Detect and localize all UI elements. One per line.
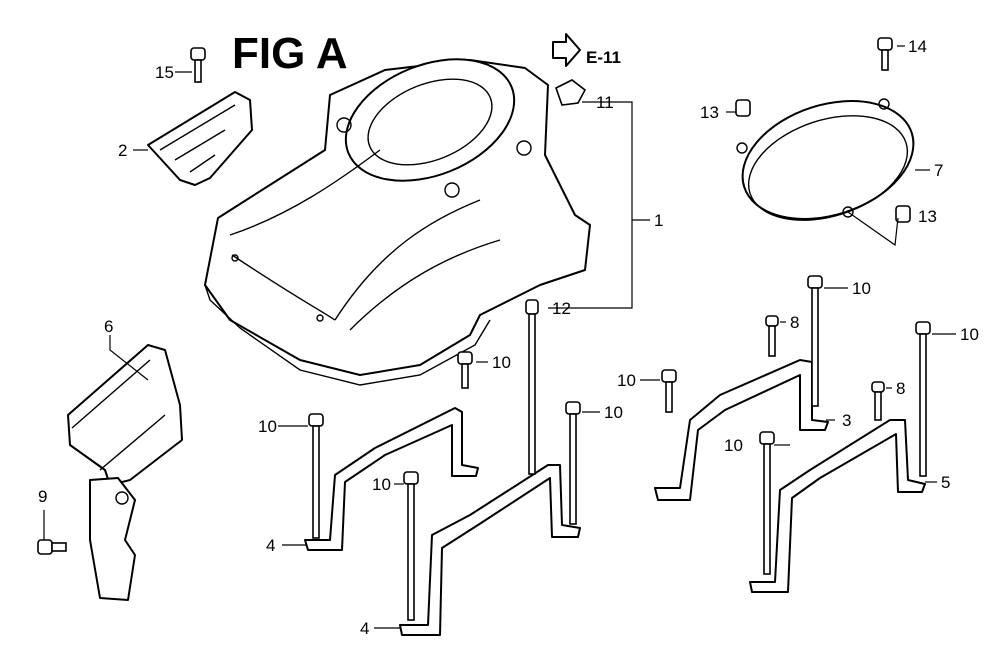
- callout-4b: 4: [360, 619, 369, 638]
- callout-13b: 13: [918, 207, 937, 226]
- strap-4-lower: [399, 464, 581, 636]
- callout-14: 14: [908, 37, 927, 56]
- callout-3: 3: [842, 411, 851, 430]
- fan-shroud: [204, 58, 591, 386]
- top-bracket: [147, 91, 253, 186]
- callout-5: 5: [941, 473, 950, 492]
- callout-labels: 1 2 3 4 4 5 6 7 8 8 9 10 10 10 10 10 10 …: [38, 37, 979, 638]
- reference-arrow: E-11: [552, 33, 621, 67]
- callout-10e: 10: [617, 371, 636, 390]
- callout-12: 12: [552, 299, 571, 318]
- leader-lines: [43, 45, 956, 629]
- strap-4-upper: [304, 407, 479, 551]
- callout-9: 9: [38, 487, 47, 506]
- callout-10b: 10: [258, 417, 277, 436]
- callout-10a: 10: [492, 353, 511, 372]
- strap-3: [654, 359, 829, 501]
- callout-1: 1: [654, 211, 663, 230]
- callout-7: 7: [934, 161, 943, 180]
- callout-10h: 10: [960, 325, 979, 344]
- callout-10g: 10: [724, 436, 743, 455]
- cover-plate: [736, 98, 915, 221]
- reference-label: E-11: [586, 48, 621, 67]
- callout-11: 11: [596, 93, 614, 112]
- callout-2: 2: [118, 141, 127, 160]
- strap-5: [749, 419, 926, 593]
- callout-8b: 8: [896, 379, 905, 398]
- side-guard: [67, 344, 183, 601]
- callout-4a: 4: [266, 536, 275, 555]
- figure-title: FIG A: [232, 29, 348, 78]
- callout-10c: 10: [372, 475, 391, 494]
- callout-8a: 8: [790, 313, 799, 332]
- callout-6: 6: [104, 317, 113, 336]
- callout-13a: 13: [700, 103, 719, 122]
- callout-15: 15: [155, 63, 174, 82]
- bolts: [37, 37, 931, 621]
- callout-10d: 10: [604, 403, 623, 422]
- callout-10f: 10: [852, 279, 871, 298]
